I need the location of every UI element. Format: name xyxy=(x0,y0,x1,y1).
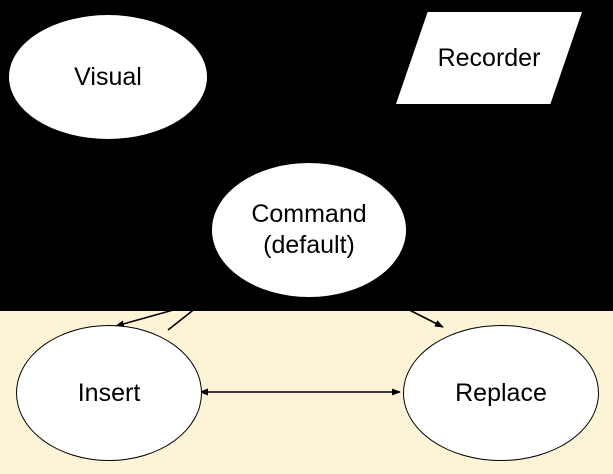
node-insert[interactable]: Insert xyxy=(16,325,202,461)
edge-command-to-replace xyxy=(365,287,444,328)
node-recorder[interactable]: Recorder xyxy=(396,12,582,104)
node-replace-label: Replace xyxy=(455,378,547,407)
node-visual[interactable]: Visual xyxy=(8,14,208,140)
node-recorder-label: Recorder xyxy=(437,44,541,72)
edge-command-to-insert xyxy=(115,287,253,328)
node-visual-label: Visual xyxy=(74,62,142,91)
node-insert-label: Insert xyxy=(77,378,141,407)
node-replace[interactable]: Replace xyxy=(403,325,599,461)
node-command-label: Command (default) xyxy=(251,200,367,259)
node-command[interactable]: Command (default) xyxy=(211,162,407,298)
edge-insert-to-command xyxy=(167,299,207,331)
